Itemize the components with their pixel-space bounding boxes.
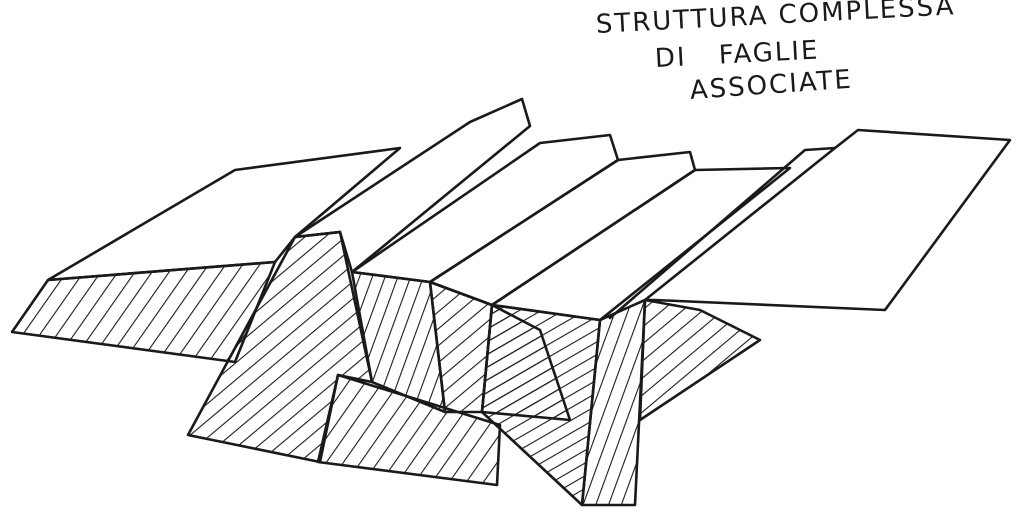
step-block-4-top (492, 168, 790, 320)
right-block (610, 130, 1010, 318)
step-block-2-top (352, 135, 618, 282)
inner-face-b (640, 300, 760, 420)
right-block-top-face (645, 130, 1010, 310)
